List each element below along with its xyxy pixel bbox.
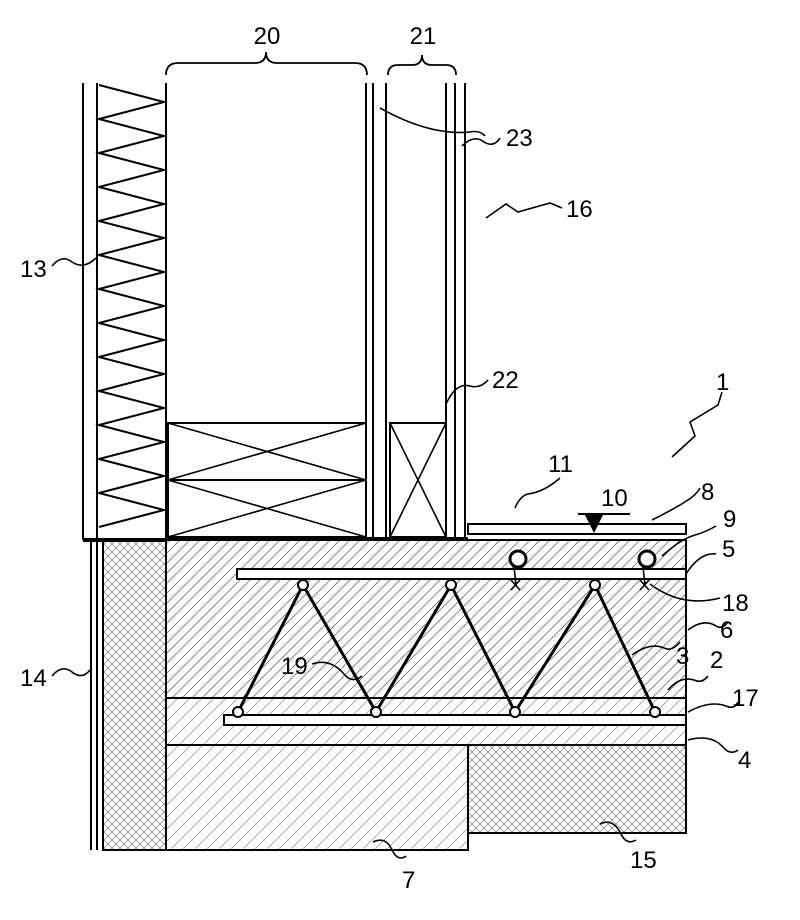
- label-15: 15: [630, 847, 657, 874]
- bottom-rebar-4: [223, 714, 687, 726]
- label-6: 6: [720, 617, 733, 644]
- label-13: 13: [20, 256, 47, 283]
- pipe-ties-18: [510, 566, 650, 591]
- label-22: 22: [492, 367, 519, 394]
- label-10: 10: [601, 485, 628, 512]
- label-20: 20: [254, 23, 281, 50]
- floor-finish-11: [467, 523, 687, 535]
- timber-cross-lower: [167, 479, 367, 538]
- label-8: 8: [701, 479, 714, 506]
- label-14: 14: [20, 665, 47, 692]
- wall-insulation-14: [102, 539, 167, 851]
- insulation-15: [467, 744, 687, 834]
- label-2: 2: [710, 647, 723, 674]
- label-18: 18: [722, 590, 749, 617]
- label-11: 11: [548, 451, 573, 478]
- brace-21: [387, 54, 457, 76]
- wall-panel-13-base: [83, 538, 166, 542]
- label-23: 23: [506, 125, 533, 152]
- level-marker-icon: [585, 515, 603, 533]
- label-17: 17: [732, 685, 759, 712]
- top-rebar-5: [236, 568, 687, 580]
- pipe-loop-9: [508, 549, 657, 569]
- leader-lines: [51, 107, 739, 859]
- slab-concrete-6: [165, 539, 687, 699]
- label-21: 21: [410, 23, 437, 50]
- foundation-7: [165, 744, 469, 851]
- label-3: 3: [676, 643, 689, 670]
- label-1: 1: [716, 369, 729, 396]
- label-9: 9: [723, 506, 736, 533]
- label-16: 16: [566, 196, 593, 223]
- label-4: 4: [738, 747, 751, 774]
- label-5: 5: [722, 536, 735, 563]
- brace-20: [165, 51, 368, 76]
- timber-cross-upper: [167, 422, 367, 481]
- zigzag-insulation-13: [95, 84, 168, 528]
- lattice-nodes: [232, 579, 661, 718]
- label-19: 19: [281, 653, 308, 680]
- label-7: 7: [402, 867, 415, 894]
- stud-cross: [389, 422, 447, 538]
